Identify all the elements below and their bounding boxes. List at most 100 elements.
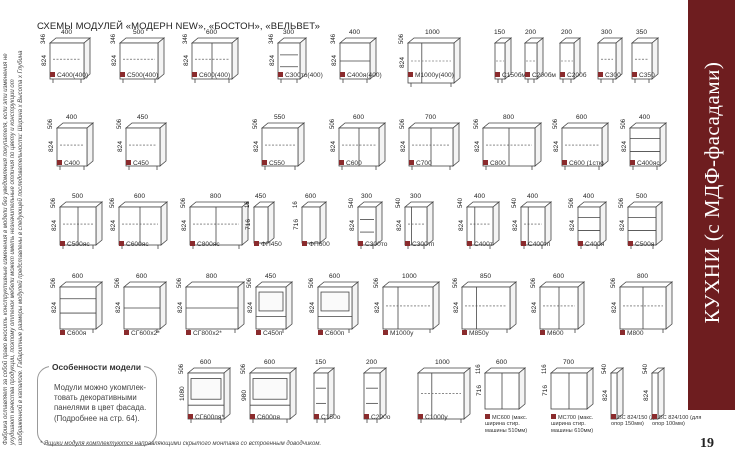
module-name: МС700 (макс. ширина стир. машины 610мм) [551, 415, 593, 434]
module-2-3: 45071616ФП450 [254, 202, 276, 248]
dimension-height: 824 [181, 220, 188, 231]
dimension-height: 980 [241, 390, 248, 401]
cabinet-front [652, 373, 658, 419]
cabinet-front [611, 373, 617, 419]
module-name: ФП450 [261, 241, 282, 248]
caption-bullet [521, 241, 526, 246]
dimension-depth: 346 [41, 34, 47, 44]
module-1-0: 400824506С400 [57, 123, 95, 171]
dimension-width: 450 [137, 114, 148, 121]
cabinet-side [464, 368, 470, 419]
caption-bullet [340, 72, 345, 77]
caption-bullet [632, 72, 637, 77]
caption-bullet [551, 414, 556, 419]
features-box: Особенности модели Модули можно укомплек… [37, 366, 157, 446]
module-caption: С500(400) [120, 72, 158, 79]
section-title: КУХНИ (с МДФ-фасадами) [700, 0, 725, 395]
dimension-width: 800 [637, 273, 648, 280]
module-name: С150о [321, 414, 340, 421]
module-3-5: 1000824506М1000у [383, 282, 441, 334]
dimension-width: 400 [61, 29, 72, 36]
module-name: С400 [64, 160, 80, 167]
module-caption: С700 [409, 160, 432, 167]
dimension-width: 400 [527, 193, 538, 200]
cabinet-side [379, 123, 385, 166]
dimension-width: 350 [636, 29, 647, 36]
dimension-height: 824 [453, 302, 460, 313]
module-2-7: 400824540С400т [467, 202, 501, 250]
module-3-2: 800824506СГ800х2* [186, 282, 246, 334]
dimension-depth: 346 [331, 34, 337, 44]
module-caption: М1000у(400) [408, 72, 454, 79]
dimension-depth: 346 [111, 34, 117, 44]
module-drawing [540, 282, 586, 334]
dimension-width: 600 [305, 193, 316, 200]
module-name: С300то(400) [285, 72, 323, 79]
cabinet-front [578, 207, 600, 245]
dimension-height: 824 [349, 220, 356, 231]
caption-bullet [485, 414, 490, 419]
module-2-1: 600824506С600яс [119, 202, 169, 250]
dimension-width: 600 [576, 114, 587, 121]
dimension-width: 300 [283, 29, 294, 36]
footnote: * Ящики модуля комплектуются направляющи… [40, 441, 321, 448]
dimension-width: 200 [561, 29, 572, 36]
side-disclaimer: Фабрика оставляет за собой право вносить… [3, 40, 39, 445]
dimension-width: 450 [265, 273, 276, 280]
cabinet-side [454, 38, 460, 83]
cabinet-side [535, 123, 541, 166]
cabinet-front [462, 287, 510, 329]
module-caption: С200б [560, 72, 587, 79]
caption-bullet [339, 160, 344, 165]
dimension-depth: 116 [476, 364, 482, 374]
module-caption: СГ600х2* [124, 330, 160, 337]
module-4-6: 700716116МС700 (макс. ширина стир. машин… [551, 368, 595, 414]
cabinet-side [286, 282, 292, 329]
cabinet-top [408, 38, 460, 43]
module-caption: ФП450 [254, 241, 282, 248]
dimension-depth: 506 [51, 278, 57, 288]
caption-bullet [60, 241, 65, 246]
dimension-depth: 506 [330, 119, 336, 129]
dimension-height: 824 [602, 390, 609, 401]
module-2-6: 300824540С300тп [405, 202, 435, 250]
dimension-width: 850 [480, 273, 491, 280]
cabinet-side [238, 282, 244, 329]
caption-bullet [278, 72, 283, 77]
cabinet-top [540, 282, 584, 287]
module-name: С500я [635, 241, 654, 248]
dimension-width: 1000 [425, 29, 440, 36]
module-caption: С400т [467, 241, 493, 248]
cabinet-side [328, 368, 334, 419]
module-drawing [485, 368, 527, 414]
module-drawing [318, 282, 360, 334]
cabinet-side [656, 202, 662, 245]
cabinet-top [192, 38, 238, 43]
oven-niche [191, 379, 221, 400]
dimension-height: 824 [331, 55, 338, 66]
cabinet-front [467, 207, 493, 245]
cabinet-top [186, 282, 244, 287]
module-1-3: 600824506С600 [339, 123, 387, 171]
dimension-height: 824 [41, 55, 48, 66]
dimension-height: 824 [117, 141, 124, 152]
dimension-depth: 506 [181, 198, 187, 208]
dimension-depth: 506 [253, 119, 259, 129]
module-caption: С400 [57, 160, 80, 167]
module-name: С300 [605, 72, 621, 79]
cabinet-top [250, 368, 296, 373]
caption-bullet [405, 241, 410, 246]
dimension-height: 824 [110, 220, 117, 231]
cabinet-side [617, 368, 623, 419]
module-caption: С600я [60, 330, 86, 337]
module-name: С300то [365, 241, 387, 248]
cabinet-side [376, 202, 382, 245]
module-name: С500яс [67, 241, 90, 248]
dimension-depth: 506 [51, 198, 57, 208]
module-caption: ФП600 [302, 241, 330, 248]
module-caption: БС 824/100 (для опор 100мм) [652, 414, 704, 428]
dimension-width: 500 [636, 193, 647, 200]
cabinet-front [314, 373, 328, 419]
module-1-1: 450824506С450 [126, 123, 168, 171]
module-name: С300тп [412, 241, 434, 248]
